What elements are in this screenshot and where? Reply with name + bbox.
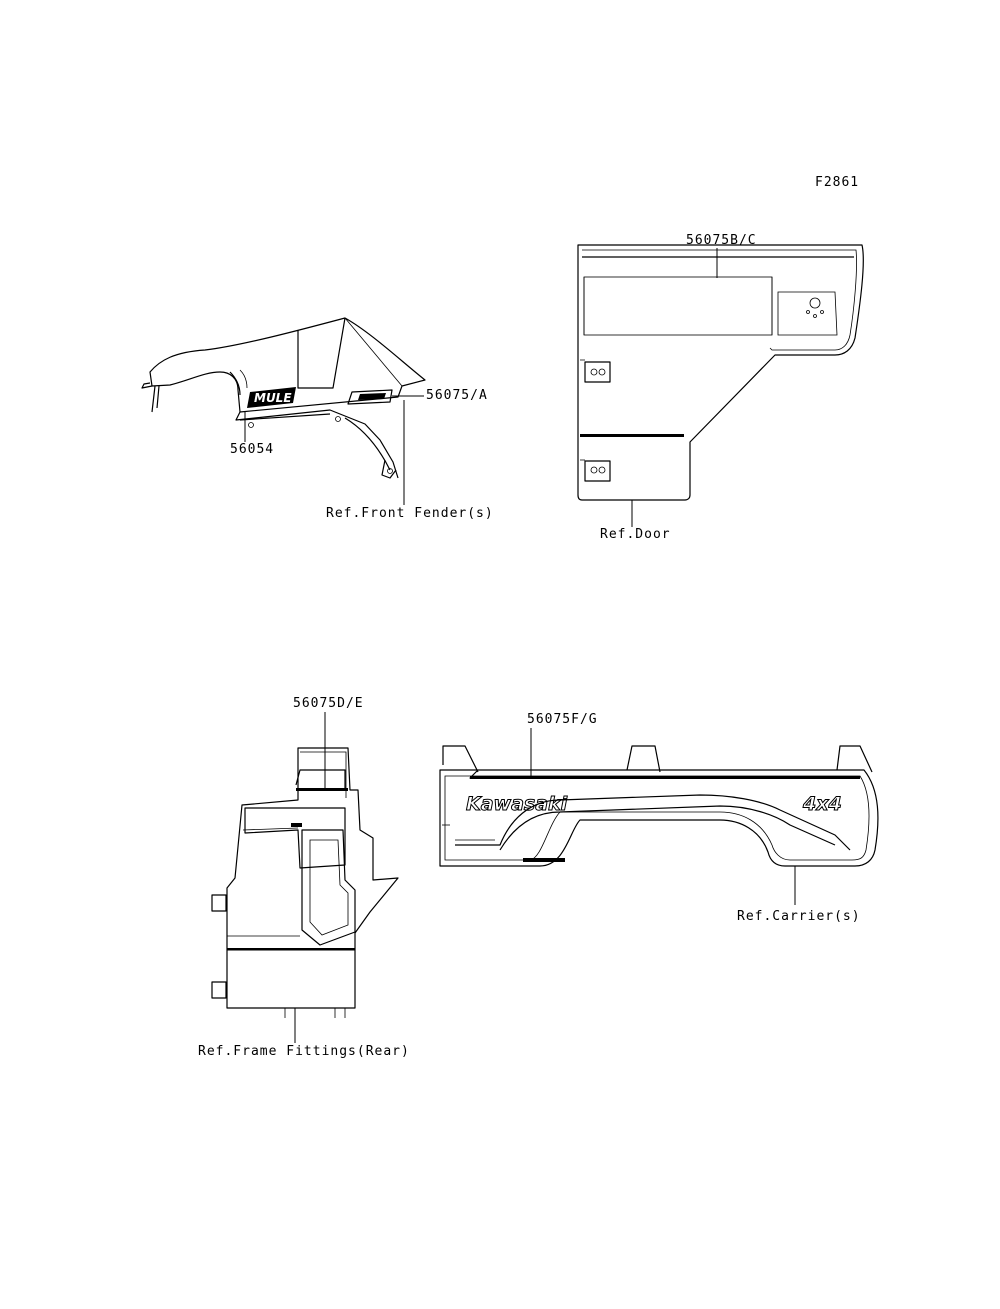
- door-panel: [577, 244, 864, 501]
- decal-56075-a: [347, 389, 393, 405]
- callout-56075-bc: 56075B/C: [686, 233, 757, 248]
- carrier-side-panel: Kawasaki 4x4: [439, 745, 879, 867]
- rear-frame-panel: [211, 747, 399, 1018]
- ref-carrier: Ref.Carrier(s): [737, 909, 861, 924]
- kawasaki-logo-text: Kawasaki: [466, 793, 568, 815]
- mule-logo-text: MULE: [254, 391, 292, 405]
- callout-56075-de: 56075D/E: [293, 696, 364, 711]
- figure-id: F2861: [815, 175, 860, 190]
- callout-56075-a: 56075/A: [426, 388, 488, 403]
- ref-door: Ref.Door: [600, 527, 671, 542]
- ref-front-fender: Ref.Front Fender(s): [326, 506, 494, 521]
- callout-56075-fg: 56075F/G: [527, 712, 598, 727]
- callout-56054: 56054: [230, 442, 275, 457]
- mule-logo-decal: MULE: [247, 387, 296, 408]
- ref-frame-fittings-rear: Ref.Frame Fittings(Rear): [198, 1044, 410, 1059]
- four-by-four-text: 4x4: [802, 793, 842, 815]
- front-fender-assembly: MULE: [141, 317, 426, 479]
